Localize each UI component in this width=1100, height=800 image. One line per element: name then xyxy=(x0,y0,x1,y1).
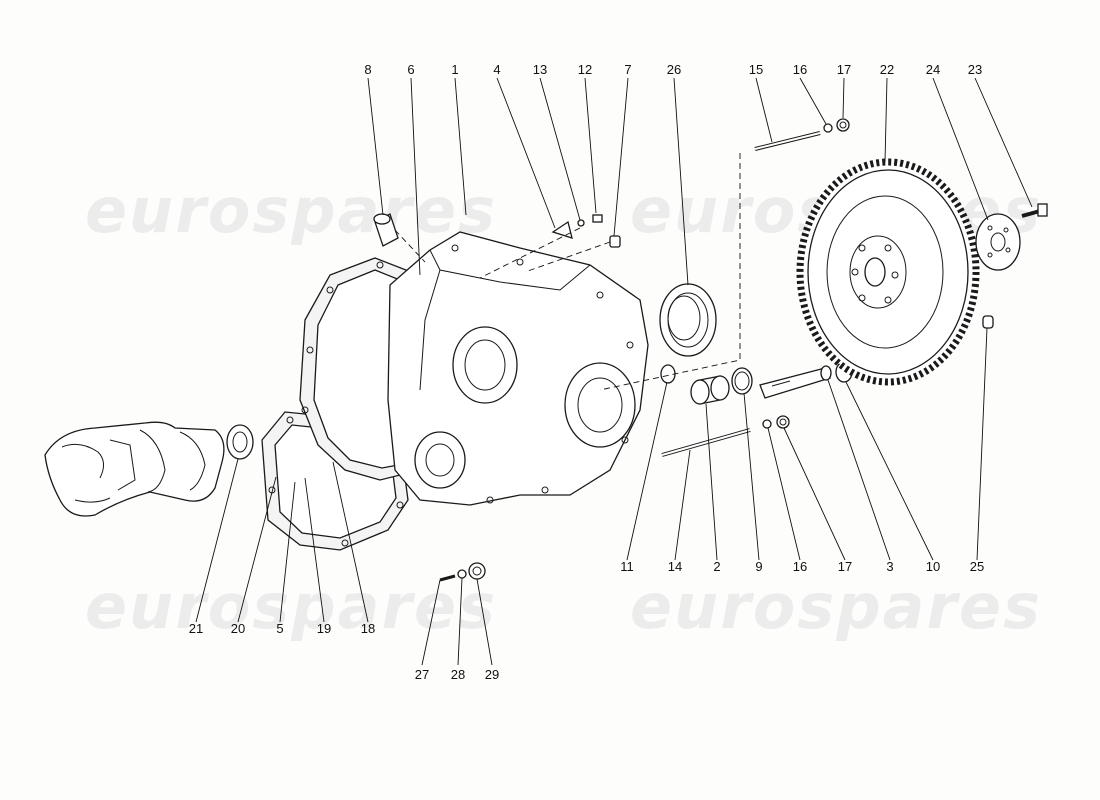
oil-seal-26 xyxy=(659,283,717,357)
callout-26: 26 xyxy=(667,62,681,77)
crankshaft xyxy=(44,421,225,517)
callout-17: 17 xyxy=(838,559,852,574)
washer-13 xyxy=(577,219,585,227)
pin-7 xyxy=(609,235,621,248)
plate-24 xyxy=(975,213,1021,271)
bushing-2 xyxy=(690,375,730,405)
callout-22: 22 xyxy=(880,62,894,77)
watermark-text: eurospares xyxy=(630,570,1042,643)
callout-2: 2 xyxy=(713,559,720,574)
leader-lines xyxy=(195,77,1033,666)
callout-25: 25 xyxy=(970,559,984,574)
callout-28: 28 xyxy=(451,667,465,682)
stud-15 xyxy=(754,131,821,151)
washer-16 xyxy=(823,123,833,133)
callout-8: 8 xyxy=(364,62,371,77)
callout-16: 16 xyxy=(793,62,807,77)
callout-21: 21 xyxy=(189,621,203,636)
callout-19: 19 xyxy=(317,621,331,636)
callout-23: 23 xyxy=(968,62,982,77)
callout-29: 29 xyxy=(485,667,499,682)
plug-8 xyxy=(373,213,399,247)
callout-13: 13 xyxy=(533,62,547,77)
watermark-text: eurospares xyxy=(85,174,497,247)
watermark-text: eurospares xyxy=(85,570,497,643)
nut-17 xyxy=(776,415,790,429)
bolt-27 xyxy=(439,574,456,582)
callout-7: 7 xyxy=(624,62,631,77)
callout-5: 5 xyxy=(276,621,283,636)
callout-6: 6 xyxy=(407,62,414,77)
stud-14 xyxy=(661,428,751,457)
washer-29 xyxy=(468,562,486,580)
callout-27: 27 xyxy=(415,667,429,682)
shaft-3 xyxy=(759,365,832,399)
bolt-23 xyxy=(1021,203,1048,218)
dowel-25 xyxy=(982,315,994,329)
callout-16: 16 xyxy=(793,559,807,574)
bolt-12 xyxy=(592,214,603,223)
callout-15: 15 xyxy=(749,62,763,77)
callout-11: 11 xyxy=(620,559,634,574)
callout-1: 1 xyxy=(451,62,458,77)
callout-17: 17 xyxy=(837,62,851,77)
bearing-21 xyxy=(226,424,254,460)
assembly-lines xyxy=(394,153,741,391)
bell-housing-1 xyxy=(387,231,649,506)
nut-17 xyxy=(836,118,850,132)
washer-28 xyxy=(457,569,467,579)
flywheel-22 xyxy=(796,158,980,386)
callout-24: 24 xyxy=(926,62,940,77)
callout-20: 20 xyxy=(231,621,245,636)
washer-16 xyxy=(762,419,772,429)
callout-4: 4 xyxy=(493,62,500,77)
callout-3: 3 xyxy=(886,559,893,574)
callout-10: 10 xyxy=(926,559,940,574)
callout-18: 18 xyxy=(361,621,375,636)
callout-9: 9 xyxy=(755,559,762,574)
bracket-4 xyxy=(551,220,573,239)
callout-labels: 8 6 1 4 13 12 7 26 15 16 17 22 24 23 11 … xyxy=(189,62,984,682)
callout-14: 14 xyxy=(668,559,682,574)
callout-12: 12 xyxy=(578,62,592,77)
